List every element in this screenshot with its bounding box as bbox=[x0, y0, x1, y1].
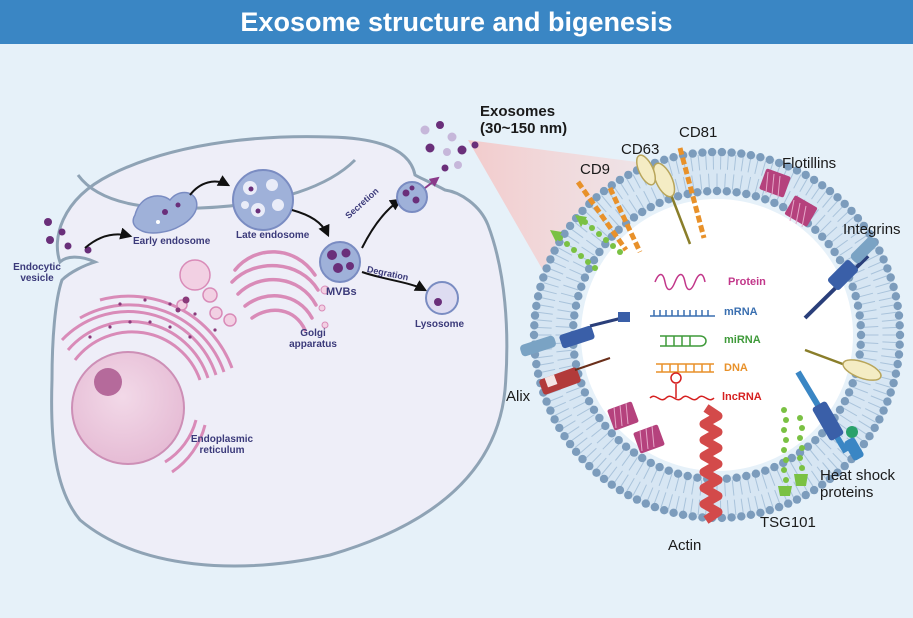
protein-coil-icon bbox=[654, 273, 706, 291]
er-ribosomes bbox=[88, 298, 217, 339]
golgi-label-line1: Golgi bbox=[300, 328, 326, 339]
released-exosomes bbox=[420, 121, 479, 172]
endocytic-vesicle-label-line2: vesicle bbox=[20, 273, 54, 284]
golgi-label: Golgi apparatus bbox=[282, 328, 344, 350]
cargo-protein-label: Protein bbox=[728, 276, 766, 288]
endocytic-vesicle-label-line1: Endocytic bbox=[13, 262, 61, 273]
er-label: Endoplasmic reticulum bbox=[182, 434, 262, 456]
cargo-lncrna-label: lncRNA bbox=[722, 391, 762, 403]
mvbs-label: MVBs bbox=[326, 286, 357, 298]
actin-filament bbox=[699, 404, 723, 524]
heat-shock-protein bbox=[795, 348, 882, 461]
cell-membrane bbox=[50, 135, 509, 568]
endocytic-particles bbox=[44, 218, 92, 254]
exosomes-label-title: Exosomes bbox=[480, 103, 556, 120]
lysosome bbox=[425, 281, 459, 315]
cargo-dna-label: DNA bbox=[724, 362, 748, 374]
integrin-protein bbox=[803, 236, 878, 320]
magnification-cone bbox=[468, 140, 660, 300]
exosomes-label-size: (30~150 nm) bbox=[480, 119, 568, 137]
actin-label: Actin bbox=[668, 537, 702, 554]
alix-protein bbox=[539, 357, 611, 395]
heat-shock-label-line1: Heat shock bbox=[820, 467, 896, 484]
cd63-label: CD63 bbox=[621, 141, 660, 158]
cd9-label: CD9 bbox=[580, 161, 611, 178]
late-endosome bbox=[232, 169, 294, 231]
endoplasmic-reticulum bbox=[60, 294, 234, 474]
early-endosome-label: Early endosome bbox=[133, 236, 211, 247]
lncrna-icon bbox=[649, 372, 715, 401]
tsg101-protein bbox=[778, 407, 808, 496]
golgi-apparatus bbox=[230, 250, 320, 332]
cargo-mrna-label: mRNA bbox=[724, 306, 758, 318]
left-receptor bbox=[520, 312, 630, 357]
golgi-label-line2: apparatus bbox=[289, 339, 337, 350]
cd63-protein bbox=[607, 154, 692, 254]
flotillin-proteins bbox=[607, 168, 818, 454]
cargo-mirna-label: miRNA bbox=[724, 334, 761, 346]
flotillins-label: Flotillins bbox=[782, 155, 837, 172]
cd81-protein bbox=[677, 147, 707, 239]
alix-label: Alix bbox=[506, 388, 531, 405]
er-label-line2: reticulum bbox=[199, 445, 245, 456]
heat-shock-label: Heat shock proteins bbox=[820, 467, 896, 501]
er-label-line1: Endoplasmic bbox=[190, 434, 254, 445]
page-title: Exosome structure and bigenesis bbox=[0, 0, 913, 44]
exosomes-label: Exosomes (30~150 nm) bbox=[480, 103, 568, 137]
integrins-label: Integrins bbox=[843, 221, 901, 238]
dna-strand-icon bbox=[656, 363, 714, 373]
nucleus bbox=[71, 351, 185, 465]
glycoprotein-chains bbox=[550, 215, 623, 271]
cd9-protein bbox=[575, 180, 629, 252]
lysosome-label: Lysosome bbox=[415, 319, 465, 330]
tsg101-label: TSG101 bbox=[760, 514, 816, 531]
flotillin-stripes bbox=[613, 171, 807, 452]
transport-vesicles bbox=[176, 259, 237, 327]
secreting-mvb bbox=[396, 181, 428, 213]
mvb bbox=[319, 241, 361, 283]
heat-shock-label-line2: proteins bbox=[820, 483, 874, 501]
endocytic-vesicle-label: Endocytic vesicle bbox=[4, 262, 70, 284]
mirna-hairpin-icon bbox=[660, 335, 707, 347]
mrna-comb-icon bbox=[650, 310, 715, 317]
late-endosome-label: Late endosome bbox=[236, 230, 310, 241]
cd81-label: CD81 bbox=[679, 124, 718, 141]
